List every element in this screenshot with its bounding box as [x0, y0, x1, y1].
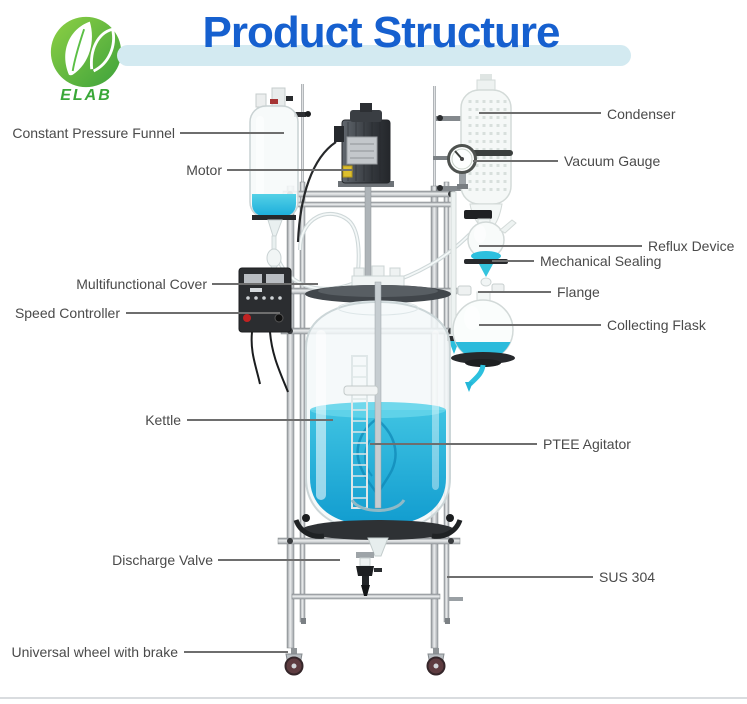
leader-discharge-valve: [218, 559, 340, 561]
leader-constant-pressure-funnel: [180, 132, 284, 134]
bottom-border: [0, 697, 747, 699]
label-condenser: Condenser: [607, 106, 676, 122]
label-flange: Flange: [557, 284, 600, 300]
constant-pressure-funnel-bottle: [249, 87, 311, 279]
label-constant-pressure-funnel: Constant Pressure Funnel: [12, 125, 175, 141]
label-sus-304: SUS 304: [599, 569, 656, 585]
leader-motor: [227, 169, 352, 171]
title-highlight-band: [117, 45, 631, 66]
leader-mechanical-sealing: [492, 260, 534, 262]
leader-multifunctional-cover: [212, 283, 318, 285]
label-discharge-valve: Discharge Valve: [112, 552, 213, 568]
motor-body: [334, 103, 394, 283]
leader-collecting-flask: [479, 324, 601, 326]
caster-wheel-left: [284, 648, 304, 676]
motor-cable: [296, 141, 337, 243]
condenser-column: [436, 74, 513, 229]
label-kettle: Kettle: [145, 412, 181, 428]
leader-speed-controller: [126, 312, 280, 314]
vacuum-gauge-dial: [433, 144, 477, 189]
reflux-device-flask: [464, 210, 517, 287]
leader-flange: [478, 291, 551, 293]
leader-kettle: [187, 419, 333, 421]
label-collecting-flask: Collecting Flask: [607, 317, 706, 333]
speed-controller-box: [238, 267, 292, 393]
label-mechanical-sealing: Mechanical Sealing: [540, 253, 662, 269]
label-vacuum-gauge: Vacuum Gauge: [564, 153, 661, 169]
leader-ptee-agitator: [370, 443, 537, 445]
kettle-vessel: [293, 265, 463, 557]
label-speed-controller: Speed Controller: [14, 305, 120, 321]
caster-wheel-right: [426, 648, 446, 676]
collecting-flask-sphere: [451, 291, 515, 392]
label-multifunctional-cover: Multifunctional Cover: [76, 276, 207, 292]
elab-logo-icon: [50, 16, 122, 88]
label-ptee-agitator: PTEE Agitator: [543, 436, 631, 452]
label-reflux-device: Reflux Device: [648, 238, 735, 254]
leader-condenser: [479, 112, 601, 114]
leader-vacuum-gauge: [473, 160, 558, 162]
label-motor: Motor: [186, 162, 222, 178]
elab-logo-text: ELAB: [60, 87, 112, 104]
mechanical-seal-funnel: [479, 264, 493, 277]
discharge-valve-assembly: [356, 552, 382, 596]
leader-sus-304: [447, 576, 593, 578]
label-universal-wheel: Universal wheel with brake: [11, 644, 178, 660]
leader-reflux-device: [479, 245, 642, 247]
ptee-agitator-shaft: [343, 281, 406, 512]
page-title: Product Structure: [202, 8, 560, 57]
leader-universal-wheel: [184, 651, 288, 653]
